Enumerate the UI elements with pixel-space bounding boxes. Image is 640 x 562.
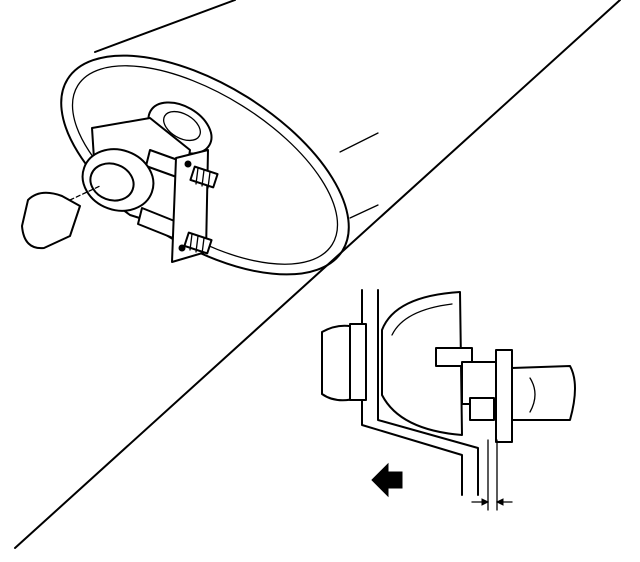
stud-upper bbox=[189, 165, 219, 189]
muffler-top-edge bbox=[94, 0, 236, 53]
detail-insulator-contour bbox=[391, 303, 453, 336]
hanger-pin-body bbox=[21, 191, 81, 250]
muffler-seam-line-upper bbox=[339, 132, 379, 153]
muffler-body bbox=[14, 0, 621, 549]
detail-frame-right bbox=[377, 289, 479, 496]
detail-pin-collar bbox=[349, 323, 367, 401]
hanger-pin-axis bbox=[69, 185, 101, 201]
stud-lower bbox=[183, 231, 213, 255]
detail-insulator-dome bbox=[381, 291, 463, 436]
hanger-pin bbox=[21, 185, 101, 250]
direction-arrow-icon bbox=[371, 462, 403, 498]
detail-pipe-stub-contour bbox=[529, 377, 536, 413]
detail-nut-lower bbox=[469, 397, 495, 421]
flange-hole-upper bbox=[184, 160, 192, 168]
flange-hole-lower bbox=[178, 244, 186, 252]
detail-clamp-plate bbox=[495, 349, 513, 443]
rubber-boss-rear-inner bbox=[163, 110, 201, 142]
rubber-sleeve-bore bbox=[89, 162, 135, 202]
muffler-bottom-edge bbox=[14, 0, 621, 549]
clearance-dimension-icon bbox=[471, 498, 513, 506]
detail-pipe-stub bbox=[511, 365, 576, 421]
detail-inset bbox=[321, 289, 576, 511]
hanger-assembly bbox=[81, 101, 219, 263]
muffler-seam-line-lower bbox=[349, 204, 379, 219]
